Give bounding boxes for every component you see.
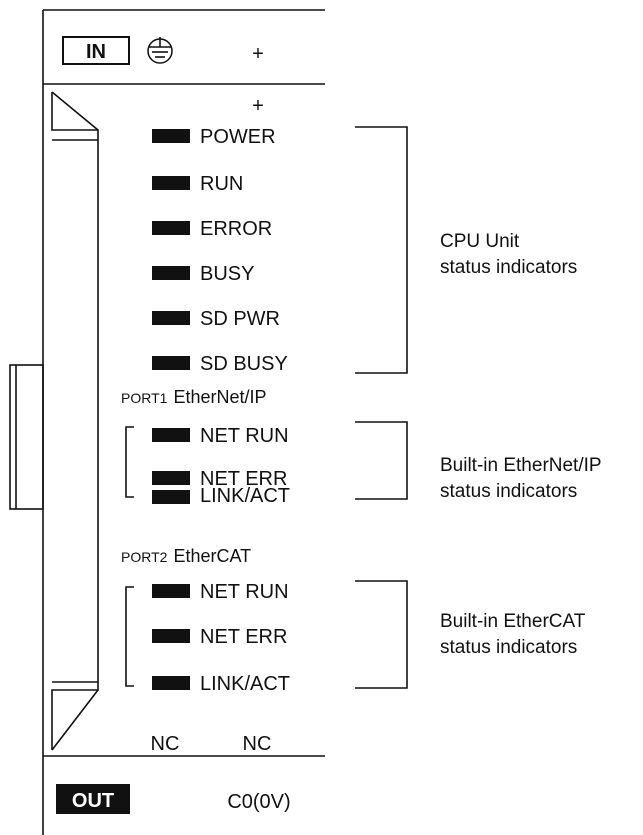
indicator-led	[152, 221, 190, 235]
port1-heading: PORT1 EtherNet/IP	[121, 387, 266, 407]
ethercat-bracket	[355, 580, 408, 689]
out-label: OUT	[72, 790, 114, 812]
indicator-label: NET ERR	[200, 626, 287, 648]
plus-terminal-label: +	[252, 43, 264, 65]
port1-prefix: PORT1	[121, 390, 168, 406]
plus-terminal-label: +	[252, 95, 264, 117]
ethernetip-description-line1: Built-in EtherNet/IP	[440, 455, 602, 476]
cpu-indicator-group: POWER RUN ERROR BUSY SD PWR SD BUSY	[152, 126, 288, 375]
indicator-led	[152, 584, 190, 598]
port2-heading: PORT2 EtherCAT	[121, 546, 251, 566]
indicator-label: NET ERR	[200, 468, 287, 490]
indicator-led	[152, 471, 190, 485]
indicator-label: LINK/ACT	[200, 485, 290, 507]
port1-left-bracket	[125, 426, 134, 498]
indicator-led	[152, 676, 190, 690]
nc-terminal-label: NC	[151, 733, 180, 755]
cpu-description-line2: status indicators	[440, 257, 577, 278]
ethercat-indicator-group: NET RUN NET ERR LINK/ACT	[152, 581, 290, 695]
cpu-bracket	[355, 126, 408, 374]
indicator-label: RUN	[200, 173, 243, 195]
ethernetip-bracket	[355, 421, 408, 500]
cpu-description-line1: CPU Unit	[440, 231, 520, 252]
indicator-led	[152, 428, 190, 442]
indicator-label: BUSY	[200, 263, 254, 285]
indicator-led	[152, 129, 190, 143]
in-label: IN	[86, 41, 106, 63]
c0-terminal-label: C0(0V)	[227, 791, 290, 813]
indicator-led	[152, 490, 190, 504]
ethercat-description-line2: status indicators	[440, 637, 577, 658]
indicator-label: SD PWR	[200, 308, 280, 330]
ethercat-description-line1: Built-in EtherCAT	[440, 611, 586, 632]
out-badge: OUT	[56, 784, 130, 814]
indicator-label: ERROR	[200, 218, 272, 240]
indicator-label: NET RUN	[200, 581, 289, 603]
indicator-label: LINK/ACT	[200, 673, 290, 695]
ethernetip-description-line2: status indicators	[440, 481, 577, 502]
port2-name: EtherCAT	[173, 546, 251, 566]
indicator-led	[152, 356, 190, 370]
unit-housing	[9, 9, 325, 835]
indicator-label: SD BUSY	[200, 353, 288, 375]
port2-left-bracket	[125, 586, 134, 687]
port2-prefix: PORT2	[121, 549, 168, 565]
port1-name: EtherNet/IP	[173, 387, 266, 407]
indicator-led	[152, 311, 190, 325]
in-badge: IN	[62, 36, 130, 65]
indicator-label: NET RUN	[200, 425, 289, 447]
indicator-label: POWER	[200, 126, 276, 148]
ethernetip-indicator-group: NET RUN NET ERR LINK/ACT	[152, 425, 290, 507]
indicator-led	[152, 629, 190, 643]
ground-symbol-icon	[147, 37, 173, 64]
indicator-led	[152, 176, 190, 190]
nc-terminal-label: NC	[243, 733, 272, 755]
indicator-led	[152, 266, 190, 280]
